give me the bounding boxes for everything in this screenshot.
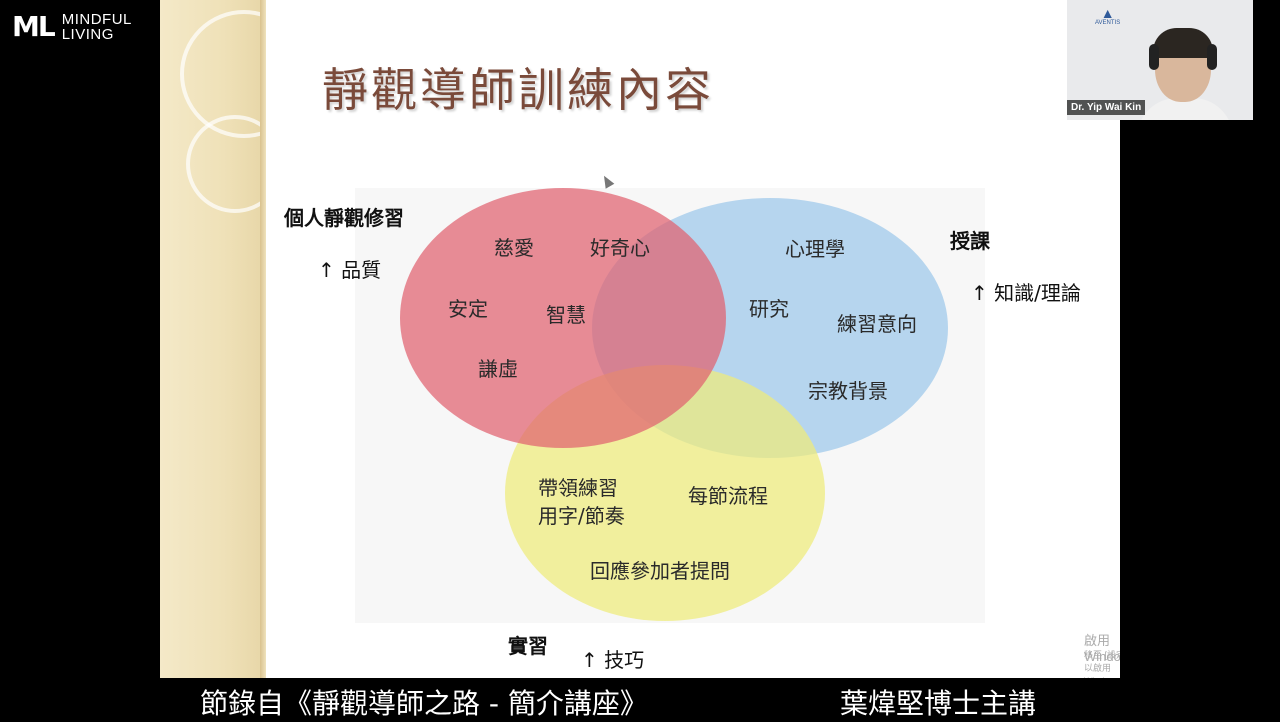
venn-diagram	[400, 188, 948, 621]
venn-item-humility: 謙虛	[478, 357, 518, 381]
venn-item-wisdom: 智慧	[546, 303, 586, 327]
logo-text: MINDFUL LIVING	[62, 12, 132, 42]
mindful-living-logo: ML MINDFUL LIVING	[12, 12, 132, 42]
participant-video[interactable]: ▲ AVENTIS Dr. Yip Wai Kin	[1067, 0, 1253, 120]
practicum-heading: 實習	[508, 634, 548, 658]
personal-practice-circle	[400, 188, 726, 448]
decor-ring	[186, 115, 284, 213]
slide-decorative-border	[160, 0, 308, 678]
venn-item-wording-rhythm: 用字/節奏	[538, 504, 625, 528]
logo-line1: MINDFUL	[61, 11, 132, 28]
aventis-logo-text: AVENTIS	[1095, 20, 1121, 26]
caption-source: 節錄自《靜觀導師之路 - 簡介講座》	[200, 687, 648, 720]
logo-mark: ML	[12, 10, 56, 43]
venn-item-curiosity: 好奇心	[590, 236, 650, 260]
aventis-logo-mark-icon: ▲	[1100, 5, 1115, 21]
venn-item-compassion: 慈愛	[494, 236, 534, 260]
teaching-heading: 授課	[950, 229, 990, 253]
venn-item-psychology: 心理學	[785, 237, 845, 261]
headset-icon	[1149, 44, 1159, 70]
venn-item-practice-intention: 練習意向	[837, 312, 917, 336]
venn-item-lead-practice: 帶領練習	[538, 476, 618, 500]
venn-item-religious-background: 宗教背景	[808, 379, 888, 403]
headset-icon	[1207, 44, 1217, 70]
caption-speaker: 葉煒堅博士主講	[840, 687, 1037, 720]
aventis-logo: ▲ AVENTIS	[1095, 6, 1120, 26]
participant-body	[1137, 98, 1233, 120]
participant-name: Dr. Yip Wai Kin	[1067, 100, 1146, 115]
slide-title: 靜觀導師訓練內容	[322, 63, 714, 117]
venn-item-respond-questions: 回應參加者提問	[590, 559, 730, 583]
personal-practice-heading: 個人靜觀修習	[284, 206, 404, 230]
logo-line2: LIVING	[61, 26, 114, 43]
windows-activation-watermark: 啟用 Windows	[1084, 633, 1120, 664]
venn-item-research: 研究	[749, 297, 789, 321]
practicum-subtitle: ↑ 技巧	[581, 648, 645, 672]
windows-activation-hint: 移至 [設定] 以啟用 Windows。	[1084, 650, 1120, 678]
presentation-slide: 靜觀導師訓練內容 慈愛 好奇心 安定 智慧 謙虛 心理學 研究 練習意向 宗教背…	[160, 0, 1120, 678]
venn-item-session-flow: 每節流程	[688, 484, 768, 508]
participant-hair	[1153, 28, 1213, 58]
teaching-subtitle: ↑ 知識/理論	[971, 281, 1081, 305]
venn-item-stability: 安定	[448, 297, 488, 321]
personal-practice-subtitle: ↑ 品質	[318, 258, 382, 282]
